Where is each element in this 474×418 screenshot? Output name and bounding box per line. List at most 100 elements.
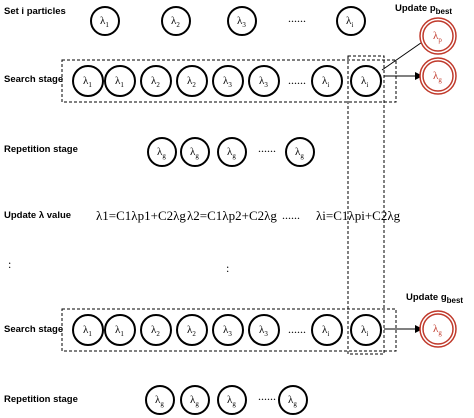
repetition1-node-1-label: λg: [157, 146, 166, 160]
search1-node-3: λ2: [140, 65, 172, 97]
pbest-node: λp: [419, 17, 457, 55]
search1-node-6-label: λ3: [259, 75, 268, 89]
repetition2-node-4: λg: [278, 385, 308, 415]
repetition-stage-label-2: Repetition stage: [4, 394, 78, 405]
set-particles-label: Set i particles: [4, 6, 66, 17]
pbest-g-node-circle: [422, 60, 454, 92]
update-lambda-label: Update λ value: [4, 210, 71, 221]
particle-node-2: λ2: [161, 6, 191, 36]
search1-node-3-label: λ2: [151, 75, 160, 89]
search1-node-7-label: λi: [322, 75, 329, 89]
particle-node-1-label: λ1: [100, 15, 109, 29]
search-stage-label-1: Search stage: [4, 74, 63, 85]
search1-node-7: λi: [311, 65, 343, 97]
search1-node-1-circle: [72, 65, 104, 97]
particle-node-4-label: λi: [346, 15, 353, 29]
repetition2-node-2-circle: [180, 385, 210, 415]
repetition2-node-1-label: λg: [155, 394, 164, 408]
search2-node-1-circle: [72, 314, 104, 346]
particle-node-1-circle: [90, 6, 120, 36]
search2-node-6-label: λ3: [259, 324, 268, 338]
search1-node-2-label: λ1: [115, 75, 124, 89]
pbest-node-label: λp: [433, 30, 442, 44]
search2-node-4: λ2: [176, 314, 208, 346]
search1-node-8-label: λi: [361, 75, 368, 89]
repetition2-node-2: λg: [180, 385, 210, 415]
particle-node-2-label: λ2: [171, 15, 180, 29]
repetition1-node-1-circle: [147, 137, 177, 167]
repetition1-ellipsis: ......: [258, 141, 276, 155]
search1-node-8: λi: [350, 65, 382, 97]
repetition1-node-3: λg: [217, 137, 247, 167]
vertical-ellipsis-left: :: [8, 257, 11, 271]
repetition1-node-4: λg: [285, 137, 315, 167]
repetition1-node-3-label: λg: [227, 146, 236, 160]
search2-node-7-circle: [311, 314, 343, 346]
last-particle-column-box: [347, 55, 385, 355]
search1-node-4: λ2: [176, 65, 208, 97]
particle-node-3-label: λ3: [237, 15, 246, 29]
search2-node-8-circle: [350, 314, 382, 346]
search2-node-2-label: λ1: [115, 324, 124, 338]
search2-node-6: λ3: [248, 314, 280, 346]
search-stage-box-1: [61, 59, 397, 103]
repetition2-node-3: λg: [217, 385, 247, 415]
row1-ellipsis: ......: [288, 11, 306, 25]
lambda-formula-1: λ1=C1λp1+C2λg: [96, 208, 186, 223]
search-stage-box-2: [61, 308, 397, 352]
repetition2-node-2-label: λg: [190, 394, 199, 408]
search-stage-label-2: Search stage: [4, 324, 63, 335]
search1-ellipsis: ......: [288, 73, 306, 87]
particle-node-1: λ1: [90, 6, 120, 36]
search2-node-6-circle: [248, 314, 280, 346]
arrow-to-pbest: [381, 37, 429, 71]
update-pbest-label: Update pbest: [395, 3, 452, 16]
search2-node-1-label: λ1: [83, 324, 92, 338]
repetition2-node-3-circle: [217, 385, 247, 415]
search1-node-6-circle: [248, 65, 280, 97]
lambda-formula-3: λi=C1λpi+C2λg: [316, 208, 401, 223]
search1-node-4-circle: [176, 65, 208, 97]
search2-node-8: λi: [350, 314, 382, 346]
search1-node-2-circle: [104, 65, 136, 97]
search2-node-4-label: λ2: [187, 324, 196, 338]
search1-node-4-label: λ2: [187, 75, 196, 89]
search2-node-5-circle: [212, 314, 244, 346]
search1-node-5-circle: [212, 65, 244, 97]
pbest-g-node: λg: [419, 57, 457, 95]
particle-node-4-circle: [336, 6, 366, 36]
search1-node-1: λ1: [72, 65, 104, 97]
repetition2-node-1-circle: [145, 385, 175, 415]
particle-node-3-circle: [227, 6, 257, 36]
vertical-ellipsis-center: :: [226, 261, 229, 275]
repetition1-node-3-circle: [217, 137, 247, 167]
repetition2-ellipsis: ......: [258, 389, 276, 403]
repetition-stage-label-1: Repetition stage: [4, 144, 78, 155]
particle-node-2-circle: [161, 6, 191, 36]
formula-ellipsis: ......: [282, 208, 300, 222]
search1-node-3-circle: [140, 65, 172, 97]
repetition1-node-2-label: λg: [190, 146, 199, 160]
search2-ellipsis: ......: [288, 322, 306, 336]
search2-node-4-circle: [176, 314, 208, 346]
search1-node-5-label: λ3: [223, 75, 232, 89]
search2-node-3-label: λ2: [151, 324, 160, 338]
particle-node-4: λi: [336, 6, 366, 36]
search2-node-3-circle: [140, 314, 172, 346]
repetition2-node-4-circle: [278, 385, 308, 415]
search2-node-5: λ3: [212, 314, 244, 346]
repetition1-node-4-label: λg: [295, 146, 304, 160]
search1-node-6: λ3: [248, 65, 280, 97]
search2-node-3: λ2: [140, 314, 172, 346]
search1-node-2: λ1: [104, 65, 136, 97]
gbest-node-circle: [422, 313, 454, 345]
gbest-node-label: λg: [433, 323, 442, 337]
repetition1-node-4-circle: [285, 137, 315, 167]
search2-node-7-label: λi: [322, 324, 329, 338]
repetition2-node-3-label: λg: [227, 394, 236, 408]
pbest-node-circle: [422, 20, 454, 52]
search2-node-2-circle: [104, 314, 136, 346]
search1-node-8-circle: [350, 65, 382, 97]
